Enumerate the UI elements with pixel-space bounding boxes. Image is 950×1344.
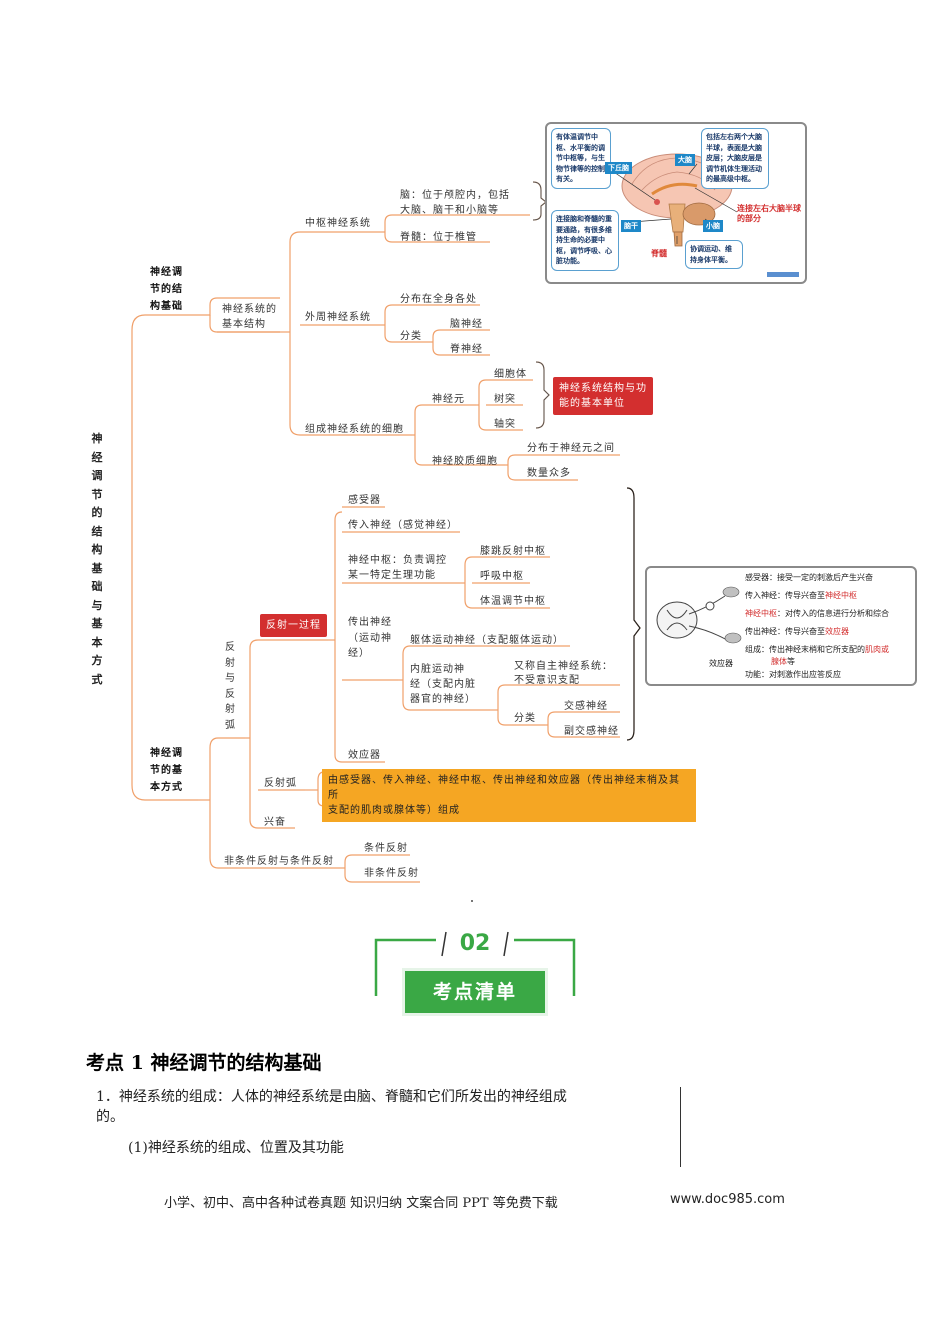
node-brain-line2: 大脑、脑干和小脑等 [400, 205, 499, 216]
mindmap-root: 神经调节的结构基础与基本方式 [91, 432, 103, 686]
node-spinal: 脊髓：位于椎管 [400, 232, 477, 243]
reflex-efferent-text: 传出神经：传导兴奋至 [745, 627, 825, 636]
reflex-receptor-line: 感受器：接受一定的刺激后产生兴奋 [745, 573, 873, 582]
node-distributed: 分布在全身各处 [400, 294, 477, 305]
reflex-process-box: 反射一过程 [260, 614, 327, 637]
reflex-arc-def-line2: 支配的肌肉或腺体等）组成 [328, 805, 460, 816]
node-cranial: 脑神经 [450, 319, 483, 330]
reflex-center-text: ：对传入的信息进行分析和综合 [777, 609, 889, 618]
node-axon: 轴突 [494, 419, 516, 430]
paragraph-1-line1: 1．神经系统的组成：人体的神经系统是由脑、脊髓和它们所发出的神经组成 [96, 1089, 567, 1105]
footer-text: 小学、初中、高中各种试卷真题 知识归纳 文案合同 PPT 等免费下载 [164, 1196, 558, 1211]
node-somatic: 躯体运动神经（支配躯体运动） [410, 635, 564, 646]
reflex-composition-line2: 腺体等 [771, 656, 795, 667]
node-afferent: 传入神经（感觉神经） [348, 520, 458, 531]
node-knee-center: 膝跳反射中枢 [480, 546, 546, 557]
paragraph-2: (1)神经系统的组成、位置及其功能 [128, 1140, 344, 1156]
node-parasympathetic: 副交感神经 [564, 726, 619, 737]
node-sub-classify: 分类 [514, 713, 536, 724]
reflex-arc-card: 感受器：接受一定的刺激后产生兴奋 传入神经：传导兴奋至神经中枢 神经中枢：对传入… [645, 566, 917, 686]
node-receptor: 感受器 [348, 495, 381, 506]
divider-dot [471, 900, 473, 902]
node-center-line1: 神经中枢：负责调控 [348, 555, 447, 566]
badge-label-box: 考点清单 [402, 968, 548, 1016]
node-visceral-line2: 经（支配内脏 [410, 679, 476, 690]
branch-structure-basis: 神经调节的结构基础 [150, 267, 183, 312]
node-basic-structure: 神经系统的基本结构 [222, 304, 277, 330]
node-temp-center: 体温调节中枢 [480, 596, 546, 607]
node-effector: 效应器 [348, 750, 381, 761]
cerebrum-bubble: 包括左右两个大脑半球，表面是大脑皮层；大脑皮层是调节机体生理活动的最高级中枢。 [701, 128, 769, 189]
spinal-cord-label: 脊髓 [651, 249, 667, 258]
branch-basic-mode: 神经调节的基本方式 [150, 748, 183, 793]
spinal-cord-illustration [656, 586, 742, 644]
hypothalamus-bubble: 有体温调节中枢、水平衡的调节中枢等，与生物节律等的控制有关。 [551, 128, 611, 189]
brainstem-tag: 脑干 [621, 220, 641, 232]
node-glia-distribution: 分布于神经元之间 [527, 443, 615, 454]
mindmap-connectors [131, 181, 641, 883]
section-heading: 考点 1 神经调节的结构基础 [86, 1052, 322, 1074]
hypothalamus-tag: 下丘脑 [605, 162, 632, 174]
reflex-afferent-line: 传入神经：传导兴奋至神经中枢 [745, 590, 857, 601]
node-dendrite: 树突 [494, 394, 516, 405]
brainstem-bubble: 连接脑和脊髓的重要通路，有很多维持生命的必要中枢，调节呼吸、心脏功能。 [551, 210, 619, 271]
neuron-note-box: 神经系统结构与功能的基本单位 [553, 377, 653, 415]
reflex-comp-gland: 腺体 [771, 657, 787, 666]
reflex-comp-text: 组成：传出神经末梢和它所支配的 [745, 645, 865, 654]
node-visceral-line1: 内脏运动神 [410, 664, 465, 675]
node-glia: 神经胶质细胞 [432, 456, 498, 467]
reflex-arc-definition-box: 由感受器、传入神经、神经中枢、传出神经和效应器（传出神经末梢及其所 支配的肌肉或… [322, 769, 696, 822]
reflex-comp-etc: 等 [787, 657, 795, 666]
reflex-comp-muscle: 肌肉或 [865, 645, 889, 654]
reflex-efferent-line: 传出神经：传导兴奋至效应器 [745, 626, 849, 637]
brain-diagram-card: 有体温调节中枢、水平衡的调节中枢等，与生物节律等的控制有关。 下丘脑 大脑 包括… [545, 122, 807, 284]
corpus-callosum-label: 连接左右大脑半球的部分 [737, 204, 801, 223]
footer-url[interactable]: www.doc985.com [670, 1192, 785, 1207]
node-autonomic-line2: 不受意识支配 [514, 675, 580, 686]
table-edge-line [680, 1087, 681, 1167]
cerebellum-bubble: 协调运动、维持身体平衡。 [685, 240, 743, 269]
reflex-center-term: 神经中枢 [745, 609, 777, 618]
node-breath-center: 呼吸中枢 [480, 571, 524, 582]
node-autonomic-line1: 又称自主神经系统： [514, 661, 613, 672]
node-sympathetic: 交感神经 [564, 701, 608, 712]
node-reflex-types: 非条件反射与条件反射 [224, 856, 334, 867]
reflex-afferent-text: 传入神经：传导兴奋至 [745, 591, 825, 600]
node-visceral-line3: 器官的神经） [410, 694, 476, 705]
cerebrum-tag: 大脑 [675, 154, 695, 166]
node-cns: 中枢神经系统 [305, 218, 371, 229]
node-reflex-arc: 反射弧 [264, 778, 297, 789]
node-pns: 外周神经系统 [305, 312, 371, 323]
section-badge-frame [374, 931, 576, 996]
reflex-efferent-target: 效应器 [825, 627, 849, 636]
node-spinal-nerve: 脊神经 [450, 344, 483, 355]
reflex-afferent-target: 神经中枢 [825, 591, 857, 600]
reflex-function-line: 功能：对刺激作出应答反应 [745, 670, 841, 679]
node-unconditioned-reflex: 非条件反射 [364, 868, 419, 879]
node-cell-body: 细胞体 [494, 369, 527, 380]
cerebellum-tag: 小脑 [703, 220, 723, 232]
badge-number: 02 [459, 931, 491, 956]
node-neuron: 神经元 [432, 394, 465, 405]
reflex-composition-line: 组成：传出神经末梢和它所支配的肌肉或 [745, 644, 889, 655]
paragraph-1-line2: 的。 [96, 1109, 124, 1125]
node-glia-count: 数量众多 [527, 468, 571, 479]
node-cells: 组成神经系统的细胞 [305, 424, 404, 435]
node-conditioned-reflex: 条件反射 [364, 843, 408, 854]
badge-label: 考点清单 [432, 981, 517, 1003]
reflex-arc-def-line1: 由感受器、传入神经、神经中枢、传出神经和效应器（传出神经末梢及其所 [328, 775, 680, 801]
node-center-line2: 某一特定生理功能 [348, 570, 436, 581]
reflex-effector-label: 效应器 [709, 659, 733, 668]
node-excitation: 兴奋 [264, 817, 286, 828]
node-efferent: 传出神经（运动神经） [348, 617, 392, 659]
node-reflex-and-arc: 反射与反射弧 [225, 642, 235, 731]
reflex-center-line: 神经中枢：对传入的信息进行分析和综合 [745, 608, 889, 619]
node-classify: 分类 [400, 331, 422, 342]
node-brain-line1: 脑：位于颅腔内，包括 [400, 190, 510, 201]
